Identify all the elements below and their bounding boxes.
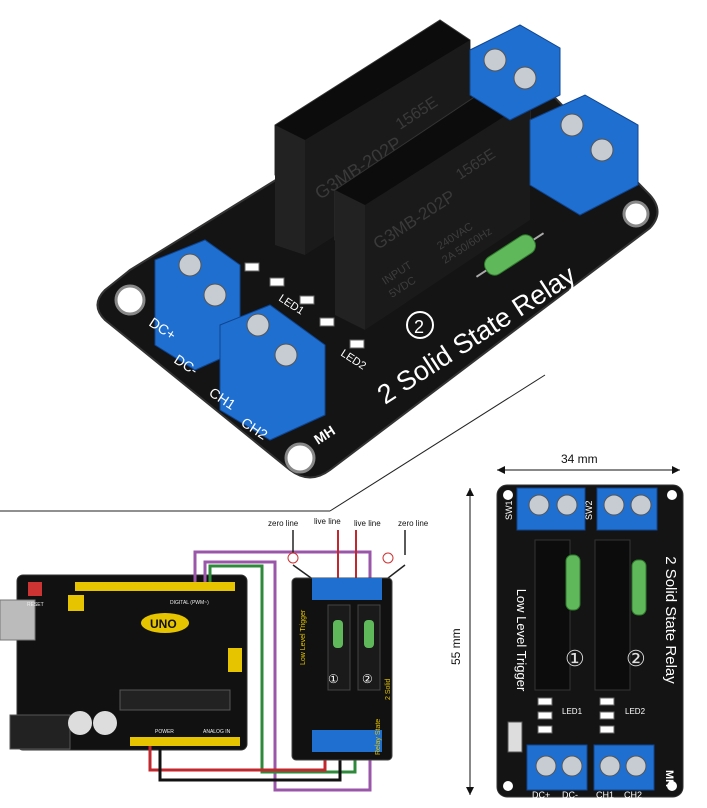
mini-circle-2: ② [362,672,373,686]
atmega-chip [119,689,231,711]
zero-line-label-1: zero line [268,519,299,528]
wire-purple-2 [203,560,372,792]
front-led2: LED2 [625,707,646,716]
sw1-label: SW1 [504,500,514,520]
wire-purple [193,550,372,582]
front-brand: MH [663,770,675,787]
mini-low-level: Low Level Trigger [300,609,307,665]
uno-label: UNO [150,617,177,631]
power-label: POWER [155,729,174,735]
terminal-block-channels [219,304,326,441]
wire-red [148,746,327,772]
divider-line-diag [329,374,546,512]
front-fuse-2 [631,559,647,616]
wire-black [158,746,342,782]
led-smd [319,317,335,327]
lamp-icon [287,552,299,564]
mini-terminal-top [312,578,382,600]
front-circle-1: ① [565,646,585,671]
terminal-block-sw1 [469,24,561,121]
front-relay-2 [594,539,631,691]
height-label: 55 mm [449,628,463,665]
dimension-drawing: 34 mm 55 mm [449,452,680,795]
channel-number: 2 [414,317,424,337]
icsp-header [68,595,84,611]
mount-hole [284,442,316,474]
top-relay-board: G3MB-202P 1565E G3MB-202P 1565E INPUT 5V… [96,19,659,479]
fuse-component [475,232,545,278]
terminal-block-power [154,239,241,371]
front-resistor [507,721,523,753]
wire-green [208,564,357,774]
led-smd [244,262,260,272]
front-fuse-1 [565,554,581,611]
front-relay-1 [534,539,571,691]
front-pin-ch2: CH2 [624,790,642,800]
channel-number-circle [406,311,434,339]
reset-button[interactable] [28,582,42,596]
zero-line-label-2: zero line [398,519,429,528]
capacitor [93,711,117,735]
terminal-block-sw2 [529,94,639,216]
mount-hole [114,284,146,316]
live-line-label-2: live line [354,519,381,528]
sw2-label: SW2 [584,500,594,520]
wiring-diagram: RESET DIGITAL (PWM~) POWER ANALOG IN UNO… [0,517,429,792]
mount-hole [622,200,650,228]
led-smd [299,295,315,305]
front-pin-dcminus: DC- [562,790,578,800]
front-pin-dcplus: DC+ [532,790,550,800]
front-pin-ch1: CH1 [596,790,614,800]
mini-circle-1: ① [328,672,339,686]
lamp-icon [382,552,394,564]
icsp-header-2 [228,648,242,672]
power-header [130,737,240,746]
width-label: 34 mm [561,452,598,466]
front-circle-2: ② [626,646,646,671]
led-smd [269,277,285,287]
digital-header [75,582,235,591]
uno-logo [141,613,189,633]
live-line-label-1: live line [314,517,341,526]
mini-two-solid: 2 Solid [385,678,392,700]
digital-label: DIGITAL (PWM~) [170,600,209,606]
front-led1: LED1 [562,707,583,716]
power-jack [9,714,71,750]
analog-label: ANALOG IN [203,729,231,735]
capacitor [68,711,92,735]
front-relay-board: SW1 SW2 Low Level Trigger 2 Solid State … [496,484,684,800]
led-smd [349,339,365,349]
mini-terminal-bottom [312,730,382,752]
front-low-level: Low Level Trigger [514,589,529,692]
usb-port [0,599,36,641]
mini-relay-state: Relay State [375,719,382,755]
front-title: 2 Solid State Relay [662,556,679,684]
reset-label: RESET [27,602,44,608]
